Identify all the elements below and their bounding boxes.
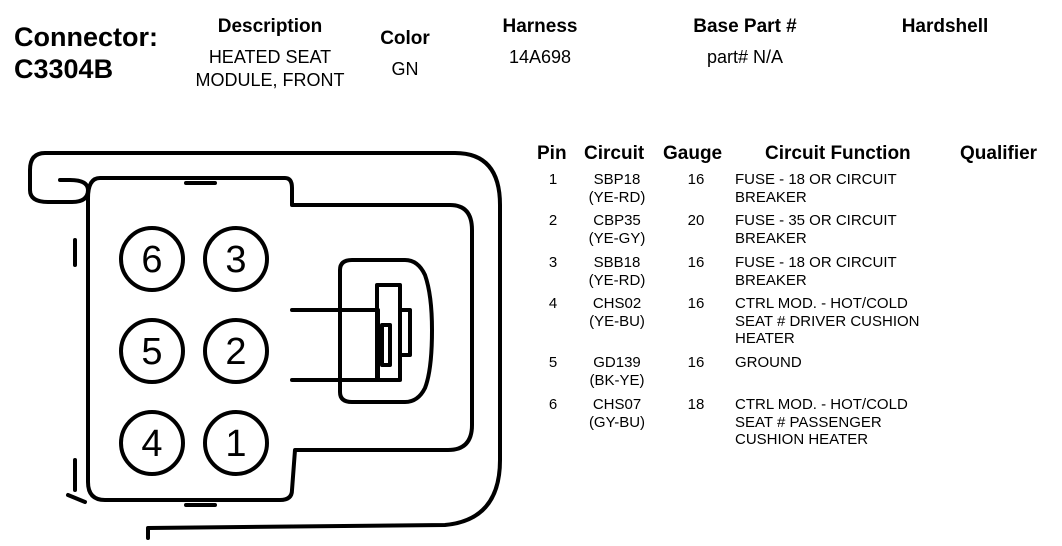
cavity-label-4: 4 <box>141 423 162 465</box>
table-row-3-pin: 3 <box>548 254 558 271</box>
description-header: Description <box>217 16 323 37</box>
table-row-2-function-line-1: FUSE - 35 OR CIRCUIT <box>735 212 897 229</box>
table-row-4-function-line-1: CTRL MOD. - HOT/COLD <box>735 295 908 312</box>
cavity-label-5: 5 <box>141 331 162 373</box>
table-row-5-pin: 5 <box>548 354 558 371</box>
table-row-2-pin: 2 <box>548 212 558 229</box>
cavity-2 <box>203 318 269 384</box>
table-row-4-pin: 4 <box>548 295 558 312</box>
table-row-3-function-line-2: BREAKER <box>735 271 807 289</box>
table-row-5-gauge: 16 <box>687 354 705 371</box>
table-row-2-function-line-2: BREAKER <box>735 229 807 247</box>
table-row-1-circuit-line-1: SBP18 <box>593 171 641 188</box>
table-row-6-function-line-3: CUSHION HEATER <box>735 431 869 448</box>
table-row-6-function-line-2: SEAT # PASSENGER <box>735 413 882 431</box>
cavity-1 <box>203 410 269 476</box>
table-row-4-function-line-2: SEAT # DRIVER CUSHION <box>735 312 920 330</box>
table-row-5-circuit-line-2: (BK-YE) <box>589 371 645 389</box>
column-header-circuit: Circuit <box>584 143 645 164</box>
hardshell-header: Hardshell <box>901 16 989 37</box>
table-row-6-circuit-line-2: (GY-BU) <box>588 413 646 431</box>
cavity-label-3: 3 <box>225 239 246 281</box>
table-row-1-function-line-2: BREAKER <box>735 188 807 206</box>
table-row-6-gauge: 18 <box>687 396 705 413</box>
table-row-2-circuit-line-2: (YE-GY) <box>588 229 646 247</box>
table-row-4-gauge: 16 <box>687 295 705 312</box>
table-row-3-circuit-line-2: (YE-RD) <box>588 271 646 289</box>
harness-value: 14A698 <box>508 47 572 67</box>
table-row-3-gauge: 16 <box>687 254 705 271</box>
table-row-1-gauge: 16 <box>687 171 705 188</box>
cavity-4 <box>119 410 185 476</box>
cavity-circles <box>119 226 269 476</box>
column-header-pin: Pin <box>537 143 567 164</box>
table-row-1-circuit-line-2: (YE-RD) <box>588 188 646 206</box>
table-row-2-circuit-line-1: CBP35 <box>593 212 641 229</box>
table-row-4-circuit-line-1: CHS02 <box>592 295 642 312</box>
color-header: Color <box>380 28 430 49</box>
table-row-1-function-line-1: FUSE - 18 OR CIRCUIT <box>735 171 897 188</box>
description-value-line-2: MODULE, FRONT <box>195 70 345 90</box>
table-row-2-gauge: 20 <box>687 212 705 229</box>
table-row-3-function-line-1: FUSE - 18 OR CIRCUIT <box>735 254 897 271</box>
color-value: GN <box>391 59 419 79</box>
table-row-4-function-line-3: HEATER <box>735 330 795 347</box>
base-part-value: part# N/A <box>706 47 784 67</box>
harness-header: Harness <box>502 16 578 37</box>
connector-outline <box>28 151 502 540</box>
column-header-gauge: Gauge <box>663 143 723 164</box>
connector-id: C3304B <box>14 54 114 84</box>
cavity-3 <box>203 226 269 292</box>
table-row-1-pin: 1 <box>548 171 558 188</box>
cavity-label-2: 2 <box>225 331 246 373</box>
cavity-6 <box>119 226 185 292</box>
connector-label: Connector: <box>14 22 158 52</box>
table-row-4-circuit-line-2: (YE-BU) <box>589 312 645 330</box>
table-row-6-function-line-1: CTRL MOD. - HOT/COLD <box>735 396 908 413</box>
cavity-label-1: 1 <box>225 423 246 465</box>
connector-face-diagram: 6 3 5 2 4 1 <box>28 151 502 540</box>
table-row-6-circuit-line-1: CHS07 <box>592 396 642 413</box>
base-part-header: Base Part # <box>693 16 797 37</box>
column-header-qualifier: Qualifier <box>960 143 1038 164</box>
table-row-5-function-line-1: GROUND <box>735 354 802 371</box>
cavity-label-6: 6 <box>141 239 162 281</box>
table-row-6-pin: 6 <box>548 396 558 413</box>
cavity-5 <box>119 318 185 384</box>
column-header-circuit-function: Circuit Function <box>765 143 911 164</box>
description-value-line-1: HEATED SEAT <box>208 47 332 67</box>
table-row-3-circuit-line-1: SBB18 <box>593 254 641 271</box>
table-row-5-circuit-line-1: GD139 <box>593 354 641 371</box>
